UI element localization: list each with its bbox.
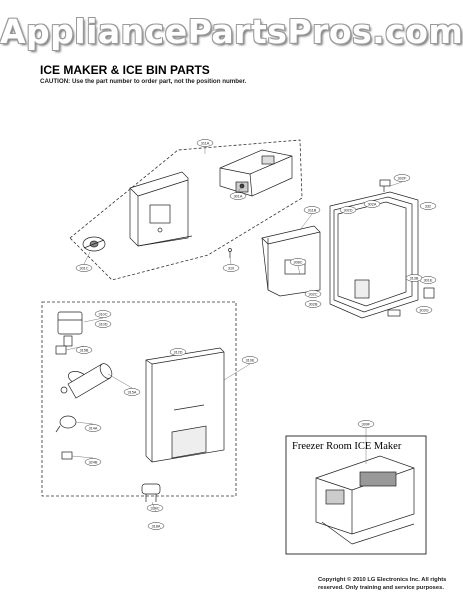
icemaker-bracket bbox=[129, 171, 193, 247]
callout-318a: 318A bbox=[147, 522, 165, 530]
callout-301a: 301A bbox=[229, 192, 247, 200]
icemaker-unit bbox=[219, 149, 293, 197]
svg-text:315B: 315B bbox=[80, 349, 89, 353]
callout-315a: 315A bbox=[123, 388, 141, 396]
svg-text:313B: 313B bbox=[410, 277, 419, 281]
callout-332: 332 bbox=[419, 202, 437, 210]
svg-text:302A: 302A bbox=[368, 203, 377, 207]
svg-text:310D: 310D bbox=[98, 323, 107, 327]
callout-302c: 302C bbox=[304, 290, 322, 298]
motor-part bbox=[57, 311, 83, 347]
callout-302d: 302D bbox=[339, 206, 357, 214]
freezer-inset-box bbox=[285, 435, 427, 555]
callout-311a: 311A bbox=[196, 139, 214, 147]
callout-314a: 314A bbox=[84, 424, 102, 432]
svg-text:311A: 311A bbox=[201, 142, 210, 146]
svg-text:302B: 302B bbox=[309, 303, 318, 307]
callout-324b: 324B bbox=[84, 458, 102, 466]
callout-324c: 324C bbox=[146, 504, 164, 512]
dispenser-group-boundary bbox=[41, 301, 237, 497]
callout-319: 319 bbox=[222, 264, 240, 272]
page-title: ICE MAKER & ICE BIN PARTS bbox=[40, 63, 210, 77]
svg-text:312D: 312D bbox=[173, 351, 182, 355]
svg-text:302C: 302C bbox=[308, 293, 317, 297]
caution-note: CAUTION: Use the part number to order pa… bbox=[40, 78, 247, 85]
svg-text:310E: 310E bbox=[246, 359, 255, 363]
pipe-part bbox=[141, 483, 161, 502]
door-panel bbox=[329, 179, 435, 319]
svg-text:311B: 311B bbox=[308, 209, 317, 213]
callout-315b: 315B bbox=[75, 346, 93, 354]
svg-text:302F: 302F bbox=[398, 177, 407, 181]
connector-part bbox=[55, 345, 67, 355]
svg-text:318A: 318A bbox=[152, 525, 161, 529]
svg-text:310C: 310C bbox=[98, 313, 107, 317]
svg-text:332: 332 bbox=[425, 205, 431, 209]
callout-311b: 311B bbox=[303, 206, 321, 214]
callout-301c: 301C bbox=[75, 264, 93, 272]
callout-313b: 313B bbox=[405, 274, 423, 282]
callout-309f: 309F bbox=[357, 420, 375, 428]
callout-302b: 302B bbox=[304, 300, 322, 308]
svg-text:302G: 302G bbox=[419, 309, 428, 313]
copyright-line-1: Copyright © 2010 LG Electronics Inc. All… bbox=[318, 577, 447, 583]
site-watermark: AppliancePartsPros.com bbox=[0, 12, 463, 51]
callout-302a: 302A bbox=[363, 200, 381, 208]
fitting-part bbox=[55, 415, 77, 433]
callout-301e: 301E bbox=[419, 276, 437, 284]
callout-310d: 310D bbox=[94, 320, 112, 328]
callout-310e: 310E bbox=[241, 356, 259, 364]
copyright-line-2: reserved. Only training and service purp… bbox=[318, 585, 444, 591]
cylinder-part bbox=[60, 363, 113, 399]
callout-310c: 310C bbox=[94, 310, 112, 318]
svg-text:324C: 324C bbox=[150, 507, 159, 511]
leader-lines bbox=[65, 147, 403, 513]
callout-312d: 312D bbox=[169, 348, 187, 356]
svg-text:315A: 315A bbox=[128, 391, 137, 395]
svg-text:309F: 309F bbox=[362, 423, 371, 427]
callout-302g: 302G bbox=[415, 306, 433, 314]
screw-part bbox=[228, 248, 232, 258]
svg-text:301E: 301E bbox=[424, 279, 433, 283]
callout-302f: 302F bbox=[393, 174, 411, 182]
icemaker-gear-part bbox=[82, 236, 106, 252]
dispenser-cover bbox=[145, 347, 225, 463]
svg-text:301C: 301C bbox=[79, 267, 88, 271]
freezer-icemaker-unit bbox=[315, 455, 415, 545]
inset-label: Freezer Room ICE Maker bbox=[292, 441, 402, 452]
svg-text:319: 319 bbox=[228, 267, 234, 271]
callout-308c: 308C bbox=[289, 258, 307, 266]
bolt-part bbox=[61, 451, 73, 460]
svg-text:302D: 302D bbox=[343, 209, 352, 213]
svg-text:324B: 324B bbox=[89, 461, 98, 465]
svg-text:301A: 301A bbox=[234, 195, 243, 199]
svg-text:308C: 308C bbox=[293, 261, 302, 265]
svg-text:314A: 314A bbox=[89, 427, 98, 431]
